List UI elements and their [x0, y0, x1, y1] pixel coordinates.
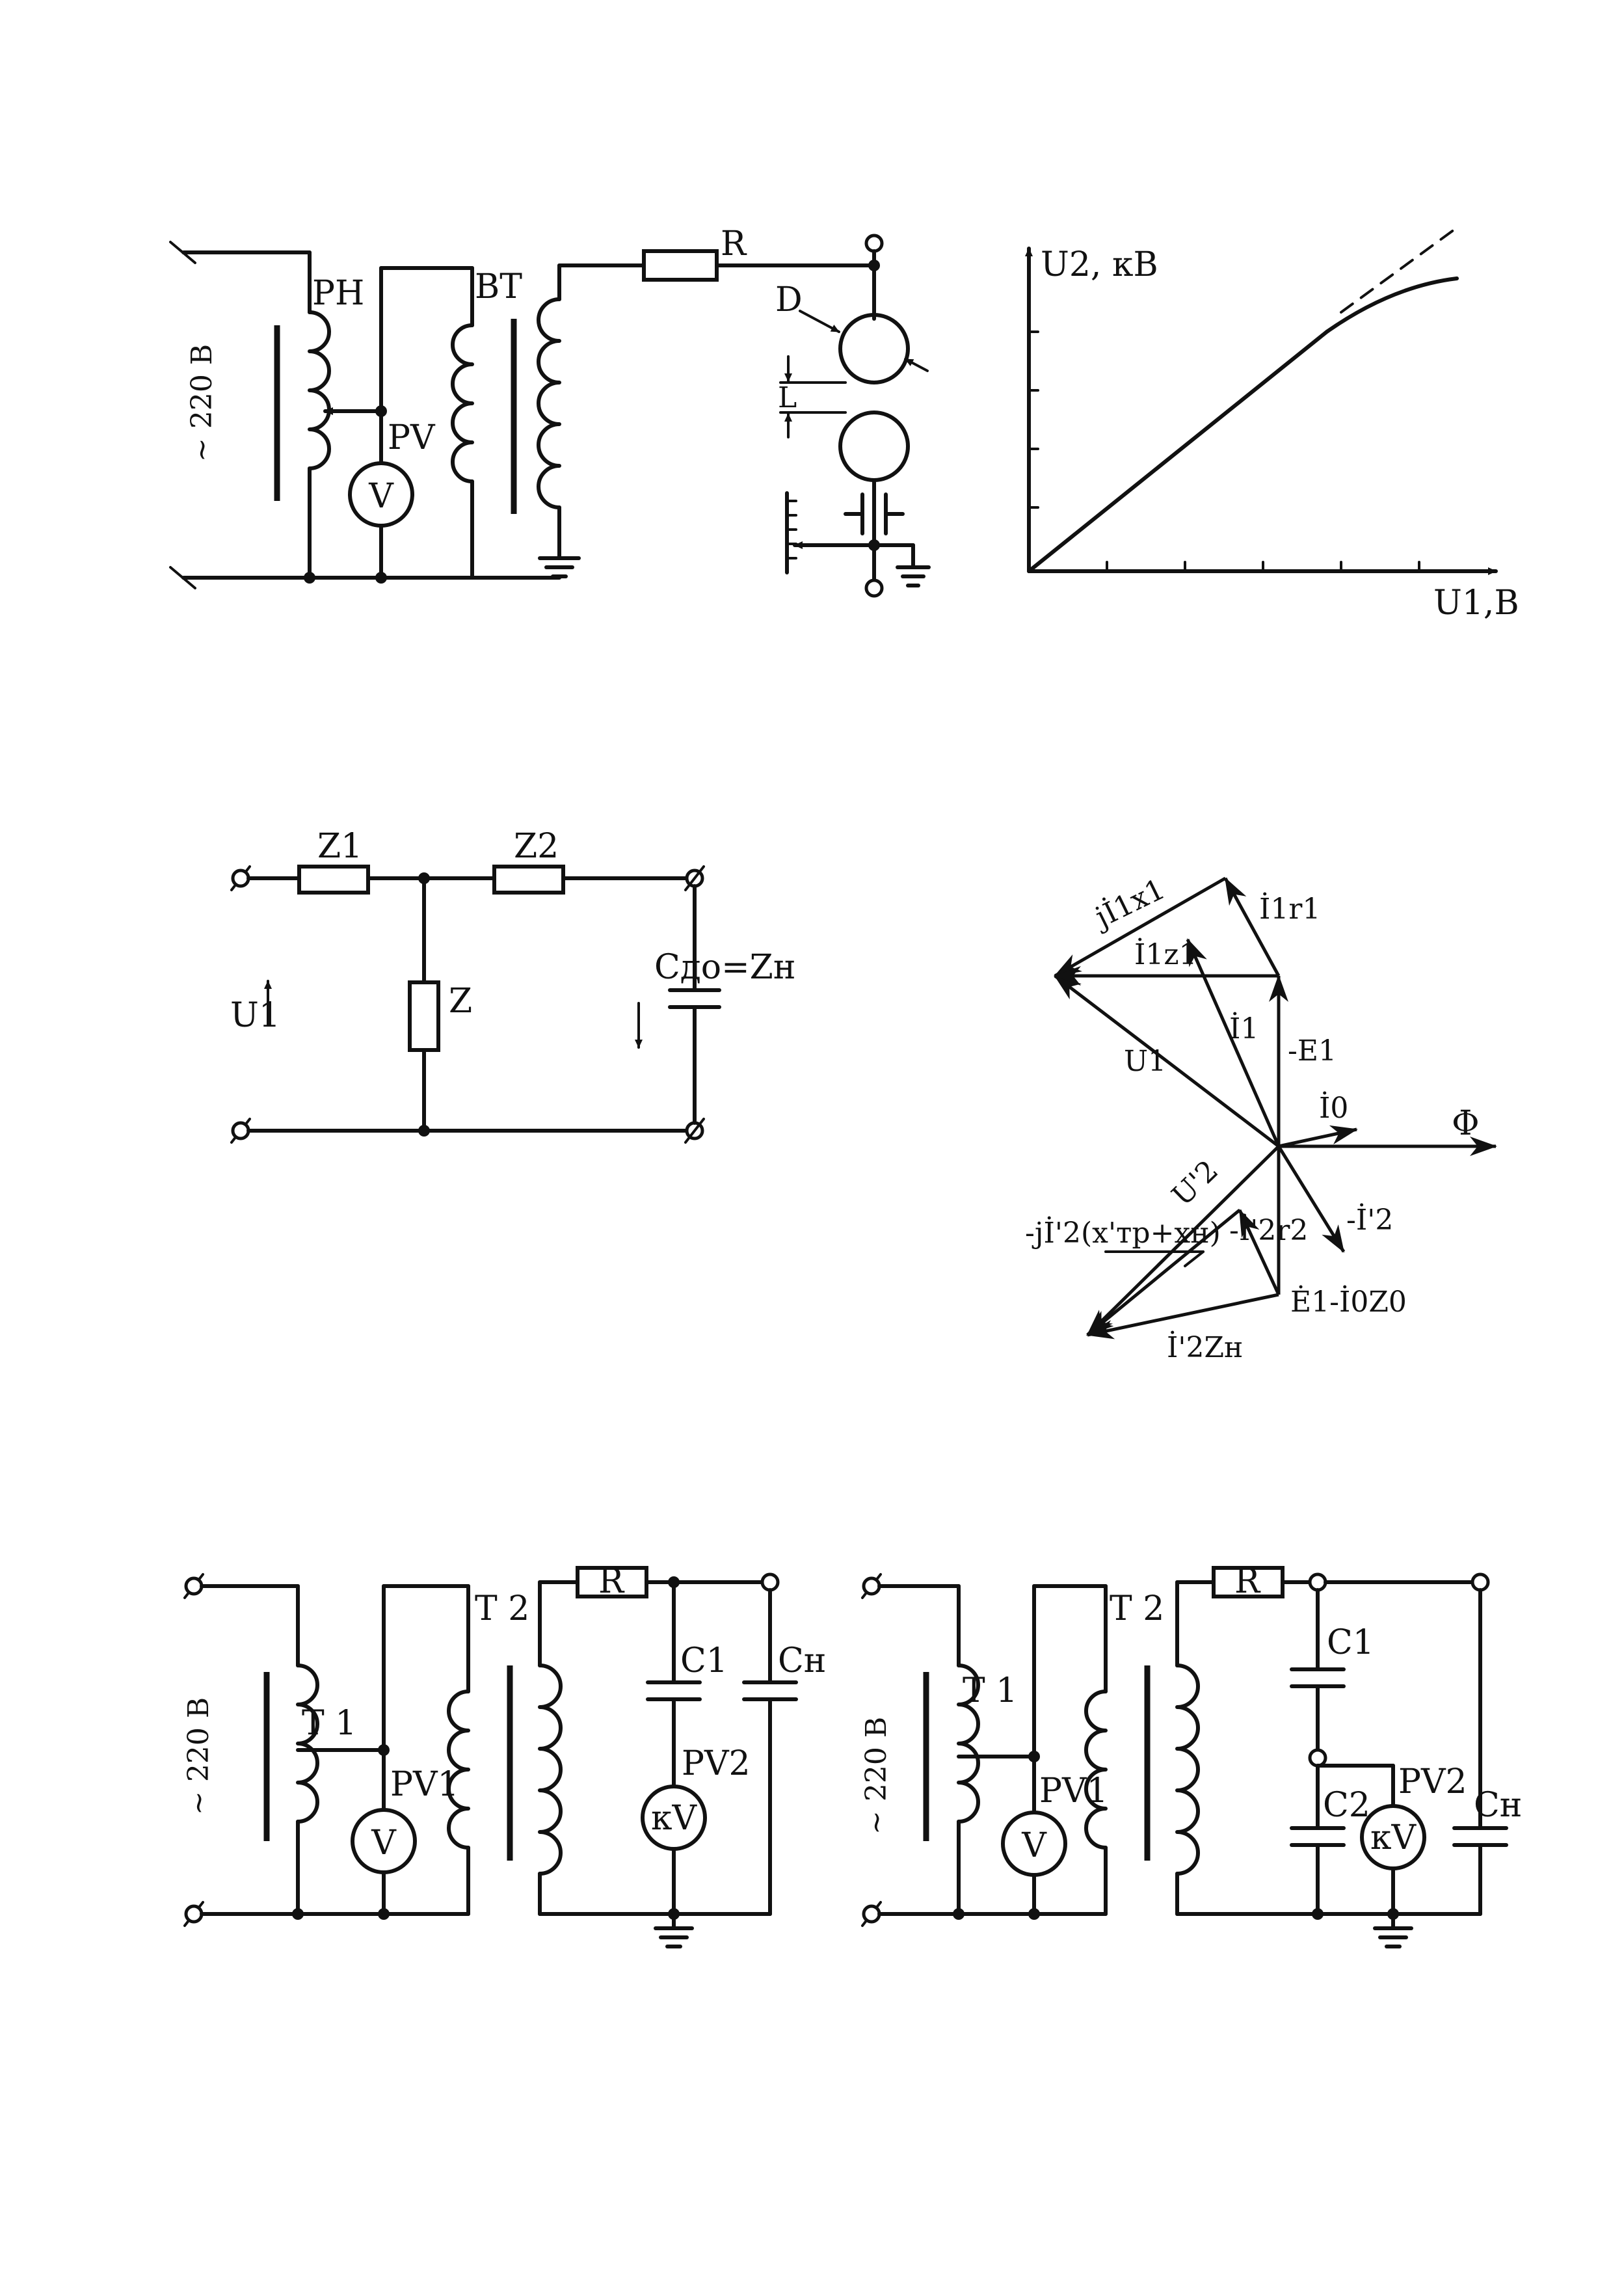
- pv1-label-6: PV1: [1039, 1771, 1108, 1811]
- gap-label: L: [778, 381, 797, 414]
- pv1-symbol-6: V: [1021, 1826, 1047, 1865]
- i1z1-label: İ1z1: [1134, 937, 1197, 971]
- transformer-label: BT: [475, 267, 522, 306]
- supply-label-5: ~ 220 В: [182, 1697, 215, 1815]
- i1-label: İ1: [1229, 1011, 1258, 1045]
- t2-primary-6: [1084, 1690, 1108, 1850]
- phasor-i1: [1186, 938, 1281, 1148]
- r-label-5: R: [598, 1562, 625, 1601]
- z2-label: Z2: [514, 827, 559, 866]
- phasor-ji2: [1086, 1209, 1241, 1336]
- x-axis-label: U1,В: [1433, 584, 1519, 623]
- e1-i0z0-label: Ė1-İ0Z0: [1290, 1284, 1407, 1319]
- t2-primary: [447, 1690, 470, 1850]
- t2-secondary-6: [1175, 1664, 1200, 1876]
- voltmeter-pv: [348, 461, 414, 528]
- i1r1-label: İ1r1: [1259, 891, 1320, 926]
- voltmeter-symbol: V: [368, 477, 394, 516]
- regulator-winding: [308, 310, 331, 470]
- phasor-u2: [1086, 1145, 1280, 1336]
- voltmeter-pv1: [351, 1808, 417, 1874]
- phi-label: Φ: [1452, 1104, 1480, 1143]
- u2-label: U'2: [1165, 1154, 1225, 1213]
- impedance-z: [408, 980, 440, 1052]
- c2-label-6: C2: [1323, 1786, 1370, 1825]
- minus-i2-label: -İ'2: [1346, 1202, 1393, 1237]
- impedance-z1: [297, 865, 370, 895]
- ji2-label: -jİ'2(x'тр+xн): [1025, 1215, 1221, 1250]
- regulator-label: PH: [312, 274, 364, 313]
- t1-label-6: T 1: [963, 1671, 1017, 1710]
- t2-label-6: T 2: [1110, 1589, 1164, 1628]
- impedance-z2: [492, 865, 565, 895]
- ground-symbol: [538, 556, 581, 578]
- figure-test-set-direct: T 1 V PV1 T 2 R C1 кV PV2 Cн: [182, 1562, 826, 1948]
- load-label: Cдо=Zн: [654, 948, 795, 987]
- cn-label-6: Cн: [1474, 1786, 1522, 1825]
- figure-equivalent-circuit: Z1 Z2 Z Cдо=Zн U1: [230, 827, 795, 1144]
- t1-winding: [296, 1664, 319, 1824]
- pv2-label-6: PV2: [1398, 1762, 1467, 1801]
- voltmeter-label: PV: [388, 418, 436, 457]
- y-axis-label: U2, кВ: [1041, 245, 1158, 284]
- lower-sphere: [838, 411, 910, 482]
- phasor-minus-i2: [1277, 1145, 1346, 1253]
- saturation-curve: [1027, 276, 1459, 573]
- z-label: Z: [449, 982, 472, 1021]
- t2-label: T 2: [475, 1589, 529, 1628]
- resistor-r: [642, 249, 719, 282]
- phasor-i0: [1278, 1125, 1358, 1148]
- t1-label: T 1: [302, 1704, 356, 1743]
- phasor-i1r1: [1223, 877, 1281, 977]
- pv2-symbol-6: кV: [1370, 1818, 1417, 1857]
- minus-e1-label: -E1: [1288, 1034, 1337, 1068]
- hv-terminal: [864, 234, 884, 253]
- supply-label: ~ 220 В: [185, 344, 219, 462]
- sphere-label: D: [775, 280, 803, 319]
- figure-phasor-diagram: Φ İ0 -E1 İ1 U1 İ1r1 jİ1x1 İ1z1 -İ'2 Ė1-İ…: [1025, 871, 1497, 1364]
- pv2-label-5: PV2: [682, 1744, 751, 1783]
- u1-phasor-label: U1: [1124, 1045, 1166, 1078]
- transformer-secondary: [537, 297, 561, 509]
- phasor-ji1x1: [1054, 876, 1227, 978]
- figure-voltage-characteristic: U2, кВ U1,В: [1025, 226, 1519, 623]
- upper-sphere: [838, 313, 910, 384]
- z1-label: Z1: [317, 827, 362, 866]
- cn-label-5: Cн: [778, 1641, 826, 1680]
- pv1-symbol: V: [371, 1824, 397, 1863]
- voltmeter-pv1-6: [1001, 1811, 1067, 1877]
- t2-secondary: [538, 1664, 563, 1876]
- figure-test-set-divider: T 1 V PV1 T 2 R C1 C2: [860, 1562, 1522, 1948]
- i2zn-label: İ'2Zн: [1167, 1330, 1243, 1364]
- phasor-u1: [1054, 975, 1280, 1148]
- c1-label-6: C1: [1327, 1623, 1374, 1662]
- phasor-i2zn: [1086, 1293, 1279, 1340]
- t1-winding-6: [957, 1664, 980, 1824]
- u1-label: U1: [230, 996, 280, 1035]
- linear-extension: [1340, 226, 1458, 314]
- r-label-6: R: [1234, 1562, 1261, 1601]
- i0-label: İ0: [1319, 1090, 1348, 1125]
- c1-label-5: C1: [680, 1641, 728, 1680]
- pv2-symbol-5: кV: [651, 1799, 698, 1838]
- ji1x1-label: jİ1x1: [1087, 871, 1170, 936]
- transformer-primary: [451, 323, 474, 483]
- figure-sphere-gap-circuit: V PV R D L: [169, 224, 931, 598]
- phasor-i2r2: [1238, 1209, 1281, 1296]
- supply-label-6: ~ 220 В: [860, 1717, 893, 1835]
- resistor-label: R: [721, 224, 747, 263]
- i2r2-label: -İ'2r2: [1229, 1213, 1308, 1247]
